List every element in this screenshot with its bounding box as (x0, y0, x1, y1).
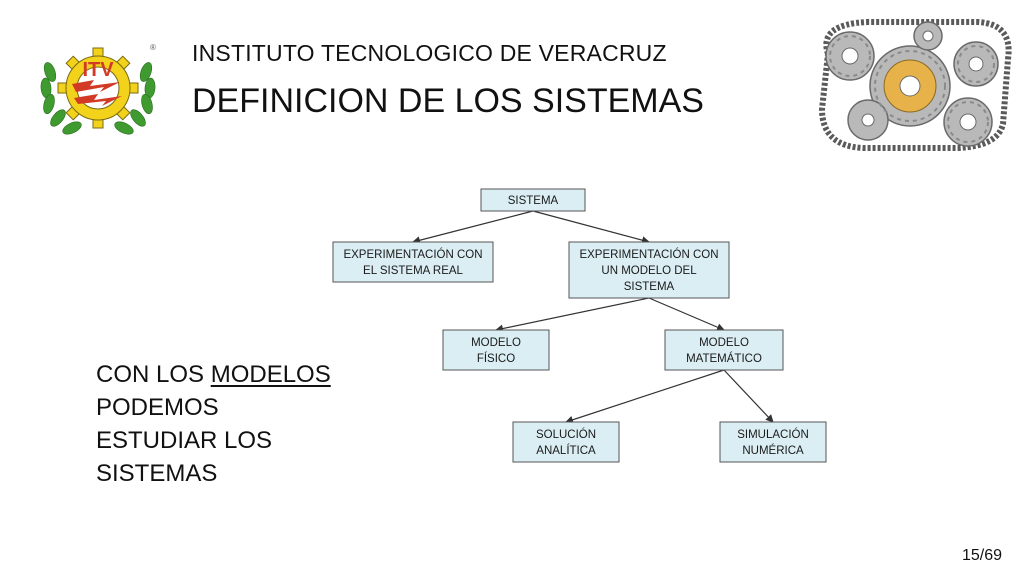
node-label: SISTEMA (508, 195, 559, 207)
node-label: FÍSICO (477, 352, 515, 365)
node-box (664, 329, 784, 371)
body-line-2: PODEMOS (96, 394, 219, 421)
node-box (719, 421, 827, 463)
node-modelo-fisico: MODELO FÍSICO (442, 329, 550, 371)
node-exp-real: EXPERIMENTACIÓN CON EL SISTEMA REAL (332, 241, 494, 283)
edge-exp_modelo-to-modelo_fisico (495, 297, 650, 333)
body-line-4: SISTEMAS (96, 460, 218, 487)
edge-modelo_matematico-to-simulacion_numerica (723, 369, 774, 423)
itv-logo-text: ITV (82, 59, 114, 81)
node-label: SIMULACIÓN (737, 428, 809, 441)
page-title: DEFINICION DE LOS SISTEMAS (192, 82, 704, 120)
edge-sistema-to-exp_modelo (532, 210, 650, 245)
node-label: EXPERIMENTACIÓN CON (579, 248, 718, 261)
node-label: MODELO (471, 337, 521, 349)
body-highlight-modelos: MODELOS (210, 361, 331, 388)
gears-chain-icon (808, 14, 1020, 154)
page-number: 15/69 (962, 547, 1003, 564)
node-label: MATEMÁTICO (686, 352, 762, 365)
node-box (332, 241, 494, 283)
node-label: SISTEMA (624, 281, 675, 293)
body-text: CON LOS MODELOS PODEMOS ESTUDIAR LOS SIS… (96, 358, 331, 490)
node-modelo-matematico: MODELO MATEMÁTICO (664, 329, 784, 371)
body-line-1-prefix: CON LOS (96, 361, 211, 388)
node-label: MODELO (699, 337, 749, 349)
node-label: UN MODELO DEL (601, 265, 697, 277)
node-exp-modelo: EXPERIMENTACIÓN CON UN MODELO DEL SISTEMA (568, 241, 730, 299)
body-line-3: ESTUDIAR LOS (96, 427, 273, 454)
edge-exp_modelo-to-modelo_matematico (648, 297, 725, 331)
node-sistema: SISTEMA (480, 188, 586, 212)
node-label: ANALÍTICA (536, 444, 596, 457)
diagram-edges (412, 210, 774, 424)
edge-modelo_matematico-to-solucion_analitica (565, 369, 725, 424)
institution-name: INSTITUTO TECNOLOGICO DE VERACRUZ (192, 40, 667, 66)
node-label: SOLUCIÓN (536, 428, 596, 441)
body-line-1: CON LOS MODELOS (96, 358, 331, 391)
node-box (568, 241, 730, 299)
diagram-nodes: SISTEMA EXPERIMENTACIÓN CON EL SISTEMA REA… (332, 188, 827, 463)
node-label: EL SISTEMA REAL (363, 265, 464, 277)
node-label: NUMÉRICA (742, 444, 804, 457)
registered-mark: ® (150, 43, 156, 52)
node-label: EXPERIMENTACIÓN CON (343, 248, 482, 261)
itv-logo-icon: ITV ® (40, 43, 156, 135)
edge-sistema-to-exp_real (412, 210, 534, 245)
node-box (442, 329, 550, 371)
node-solucion-analitica: SOLUCIÓN ANALÍTICA (512, 421, 620, 463)
node-box (480, 188, 586, 212)
node-simulacion-numerica: SIMULACIÓN NUMÉRICA (719, 421, 827, 463)
node-box (512, 421, 620, 463)
